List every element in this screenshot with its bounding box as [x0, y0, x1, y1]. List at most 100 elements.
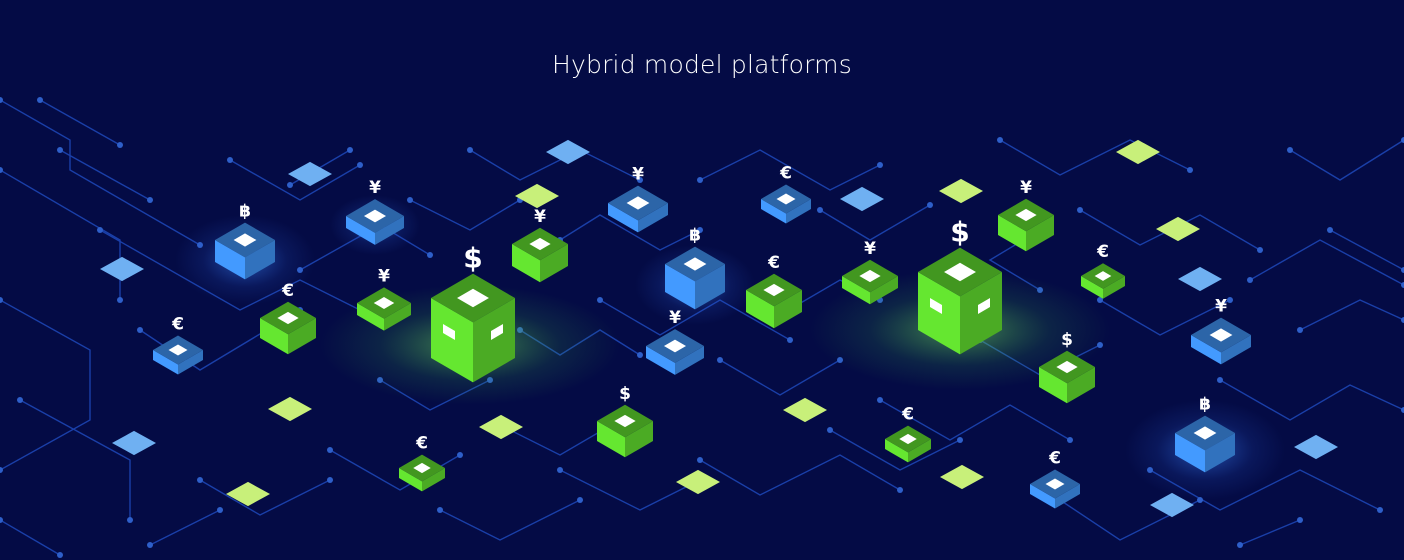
currency-symbol: ¥	[1020, 178, 1032, 198]
circuit-trace	[819, 204, 931, 241]
circuit-node	[147, 197, 153, 203]
circuit-node	[467, 147, 473, 153]
circuit-node	[1077, 207, 1083, 213]
flat-tile	[479, 414, 523, 440]
circuit-trace	[0, 169, 121, 300]
flat-tile	[226, 481, 270, 507]
flat-tile	[268, 396, 312, 422]
circuit-node	[927, 202, 933, 208]
cube-left-face	[431, 298, 473, 383]
cube-window	[168, 344, 188, 356]
circuit-node	[877, 397, 883, 403]
cube-window	[663, 339, 687, 353]
circuit-node	[1401, 137, 1404, 143]
circuit-node	[827, 427, 833, 433]
circuit-node	[217, 507, 223, 513]
circuit-node	[0, 167, 3, 173]
cube-euro: €	[1030, 449, 1080, 509]
cube-right-face	[1103, 276, 1125, 299]
circuit-trace	[699, 149, 881, 191]
circuit-trace	[1219, 379, 1404, 421]
circuit-trace	[1239, 519, 1301, 546]
cube-left-face	[998, 215, 1026, 252]
circuit-node	[147, 542, 153, 548]
cube-left-face	[1030, 484, 1055, 509]
circuit-trace	[149, 509, 221, 546]
currency-symbol: ¥	[1215, 297, 1227, 317]
currency-symbol: $	[950, 216, 969, 249]
currency-symbol: ฿	[689, 226, 701, 246]
circuit-trace	[1289, 139, 1404, 181]
circuit-node	[1257, 247, 1263, 253]
cube-euro: €	[1081, 242, 1125, 299]
circuit-node	[437, 507, 443, 513]
cube-window	[457, 288, 489, 308]
flat-tile	[1156, 216, 1200, 242]
cube-window	[1193, 426, 1217, 440]
cube-baht: ฿	[1175, 395, 1235, 473]
circuit-node	[557, 467, 563, 473]
cube-window	[277, 311, 299, 325]
circuit-node	[577, 497, 583, 503]
circuit-trace	[469, 149, 641, 181]
circuit-node	[1401, 267, 1404, 273]
cube-left-face	[746, 290, 774, 329]
cube-right-face	[1221, 335, 1251, 365]
circuit-node	[1401, 282, 1404, 288]
circuit-node	[1247, 277, 1253, 283]
circuit-trace	[19, 399, 131, 520]
cube-yen: ¥	[512, 207, 568, 283]
flat-tile	[940, 464, 984, 490]
circuit-node	[37, 97, 43, 103]
cube-left-face	[1175, 433, 1205, 473]
circuit-node	[137, 327, 143, 333]
circuit-trace	[719, 359, 841, 396]
cube-left-face	[399, 468, 422, 492]
cube-yen: ¥	[842, 239, 898, 305]
circuit-node	[0, 97, 3, 103]
circuit-trace	[409, 199, 521, 231]
circuit-node	[1377, 507, 1383, 513]
circuit-node	[1237, 542, 1243, 548]
cube-dollar: $	[597, 384, 653, 458]
currency-symbol: $	[463, 242, 482, 275]
circuit-trace	[39, 99, 121, 146]
circuit-node	[457, 452, 463, 458]
circuit-node	[327, 447, 333, 453]
cube-dollar-large: $	[918, 216, 1002, 355]
currency-symbol: ¥	[378, 266, 390, 286]
cube-right-face	[288, 318, 316, 355]
circuit-node	[1401, 317, 1404, 323]
cube-left-face	[761, 199, 786, 224]
currency-symbol: €	[779, 164, 792, 184]
flat-tile	[1178, 266, 1222, 292]
circuit-node	[327, 477, 333, 483]
cube-euro: €	[761, 164, 811, 224]
cube-baht: ฿	[215, 202, 275, 280]
cube-right-face	[384, 303, 411, 331]
cube-right-face	[1026, 215, 1054, 252]
cube-yen: ¥	[357, 266, 411, 331]
cube-right-face	[178, 350, 203, 375]
circuit-node	[787, 337, 793, 343]
cube-dollar-large: $	[431, 242, 515, 383]
cube-window	[1094, 271, 1112, 281]
currency-symbol: €	[415, 434, 428, 454]
cube-left-face	[665, 264, 695, 310]
circuit-trace	[439, 499, 581, 541]
cube-window	[413, 462, 431, 474]
cube-dollar: $	[1039, 330, 1095, 404]
circuit-node	[817, 207, 823, 213]
circuit-node	[697, 457, 703, 463]
flat-tile	[112, 430, 156, 456]
cube-yen: ¥	[1191, 297, 1251, 365]
circuit-node	[1327, 227, 1333, 233]
cube-window	[1056, 360, 1078, 374]
cube-window	[683, 257, 707, 271]
circuit-trace	[1299, 299, 1404, 331]
circuit-trace	[199, 479, 331, 516]
cube-window	[944, 262, 976, 282]
cube-window	[373, 297, 395, 309]
page-title: Hybrid model platforms	[552, 50, 852, 79]
